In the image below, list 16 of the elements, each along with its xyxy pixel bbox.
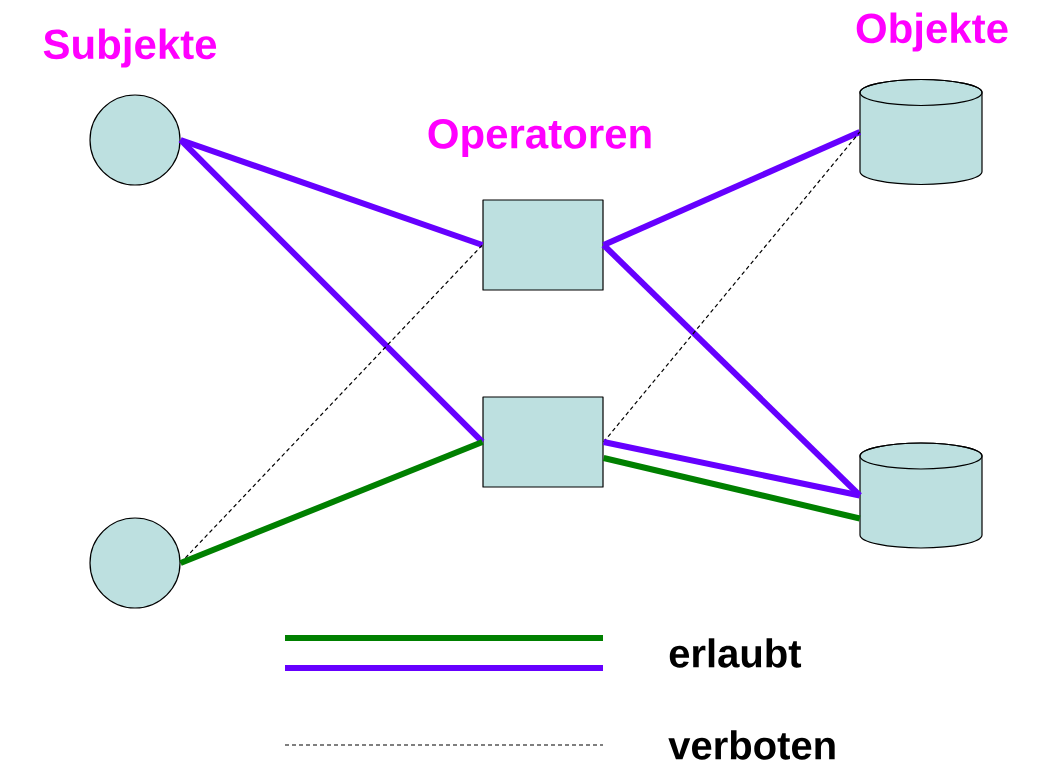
- circle-node: [89, 517, 181, 609]
- operator-box: [482, 199, 604, 291]
- connection-line: [179, 137, 484, 248]
- connection-line: [178, 137, 485, 445]
- connection-line: [602, 455, 861, 522]
- database-cylinder: [859, 78, 983, 186]
- legend-text: erlaubt: [669, 638, 802, 668]
- connection-line: [602, 129, 861, 248]
- database-cylinder: [859, 442, 983, 549]
- operator-box: [482, 396, 604, 488]
- connection-line: [179, 439, 484, 566]
- circle-node: [89, 94, 181, 186]
- dashed-line: [603, 131, 861, 443]
- connection-line: [603, 439, 861, 499]
- legend-text: verboten: [668, 730, 835, 760]
- connection-line: [601, 242, 862, 498]
